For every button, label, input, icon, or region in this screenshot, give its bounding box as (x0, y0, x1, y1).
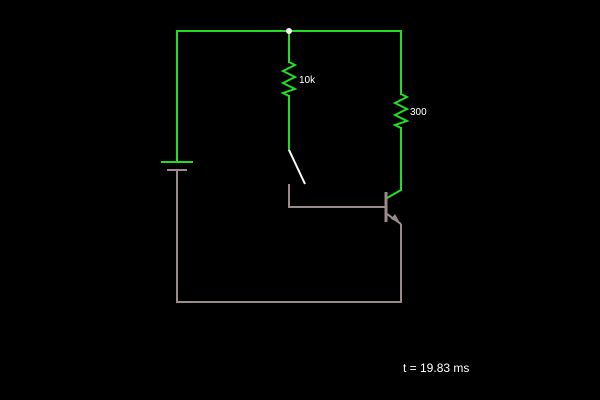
wire-battery-positive-to-top[interactable] (176, 30, 290, 163)
wire-battery-negative-to-bottom[interactable] (176, 170, 402, 303)
base-resistor-label: 10k (299, 75, 316, 86)
simulation-time-readout: t = 19.83 ms (403, 361, 470, 375)
wire-switch-to-base[interactable] (288, 184, 385, 208)
wire-top-rail-right[interactable] (288, 30, 402, 95)
junction-node (286, 28, 292, 34)
switch-blade[interactable] (288, 149, 306, 185)
wire-collector-resistor-to-collector[interactable] (385, 127, 402, 200)
transistor-emitter-arrow-icon (391, 214, 400, 223)
collector-resistor-icon[interactable] (392, 93, 410, 129)
base-resistor-icon[interactable] (280, 61, 298, 97)
collector-resistor-label: 300 (410, 107, 427, 118)
